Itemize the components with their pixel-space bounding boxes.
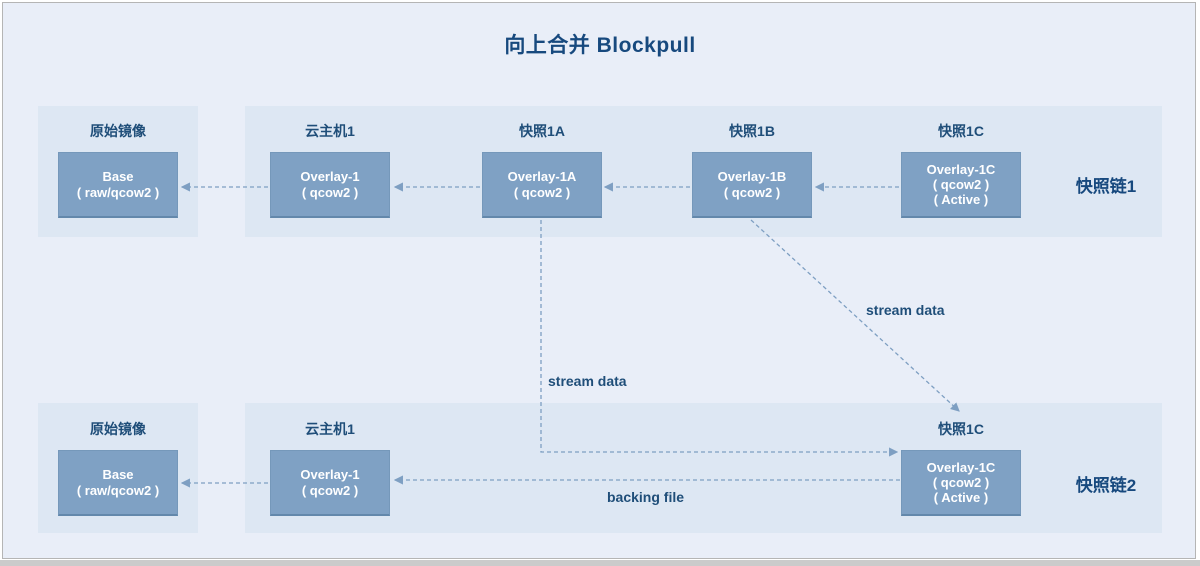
label-origin-chain1: 原始镜像 [90, 123, 146, 139]
node-text-line: ( qcow2 ) [301, 184, 359, 200]
node-text-line: ( Active ) [933, 490, 989, 505]
page-title: 向上合并 Blockpull [504, 34, 696, 57]
node-text-line: Overlay-1 [300, 168, 360, 184]
node-text-line: Overlay-1 [300, 466, 360, 482]
arrow-stream-data-1b [750, 219, 960, 412]
node-base-chain2: Base( raw/qcow2 ) [58, 450, 178, 516]
label-snapshot1a: 快照1A [519, 123, 565, 139]
label-vm1-chain1: 云主机1 [305, 123, 355, 139]
chain2-title: 快照链2 [1075, 476, 1137, 495]
node-text-line: Overlay-1A [507, 168, 577, 184]
label-vm1-chain2: 云主机1 [305, 421, 355, 437]
node-text-line: ( Active ) [933, 192, 989, 207]
node-text-line: Overlay-1C [926, 162, 996, 177]
node-text-line: Base [102, 466, 134, 482]
node-text-line: ( raw/qcow2 ) [76, 482, 160, 498]
stream-data-label-right: stream data [866, 302, 945, 318]
node-text-line: Overlay-1B [717, 168, 787, 184]
backing-file-label: backing file [607, 489, 685, 505]
label-snapshot1c-chain2: 快照1C [938, 421, 984, 437]
stream-data-label-left: stream data [548, 373, 627, 389]
node-overlay1a: Overlay-1A( qcow2 ) [482, 152, 602, 218]
node-overlay1c-chain1: Overlay-1C( qcow2 )( Active ) [901, 152, 1021, 218]
node-text-line: ( qcow2 ) [513, 184, 571, 200]
chain1-title: 快照链1 [1075, 177, 1137, 196]
label-origin-chain2: 原始镜像 [90, 421, 146, 437]
node-base-chain1: Base( raw/qcow2 ) [58, 152, 178, 218]
node-overlay1b: Overlay-1B( qcow2 ) [692, 152, 812, 218]
node-text-line: Overlay-1C [926, 460, 996, 475]
node-text-line: ( raw/qcow2 ) [76, 184, 160, 200]
node-overlay1-chain1: Overlay-1( qcow2 ) [270, 152, 390, 218]
label-snapshot1c-chain1: 快照1C [938, 123, 984, 139]
node-text-line: Base [102, 168, 134, 184]
node-text-line: ( qcow2 ) [932, 177, 990, 192]
arrow-stream-data-1a [540, 220, 899, 457]
node-text-line: ( qcow2 ) [301, 482, 359, 498]
node-overlay1c-chain2: Overlay-1C( qcow2 )( Active ) [901, 450, 1021, 516]
node-text-line: ( qcow2 ) [723, 184, 781, 200]
label-snapshot1b: 快照1B [729, 123, 775, 139]
node-text-line: ( qcow2 ) [932, 475, 990, 490]
window-bottom-edge [0, 560, 1200, 566]
node-overlay1-chain2: Overlay-1( qcow2 ) [270, 450, 390, 516]
